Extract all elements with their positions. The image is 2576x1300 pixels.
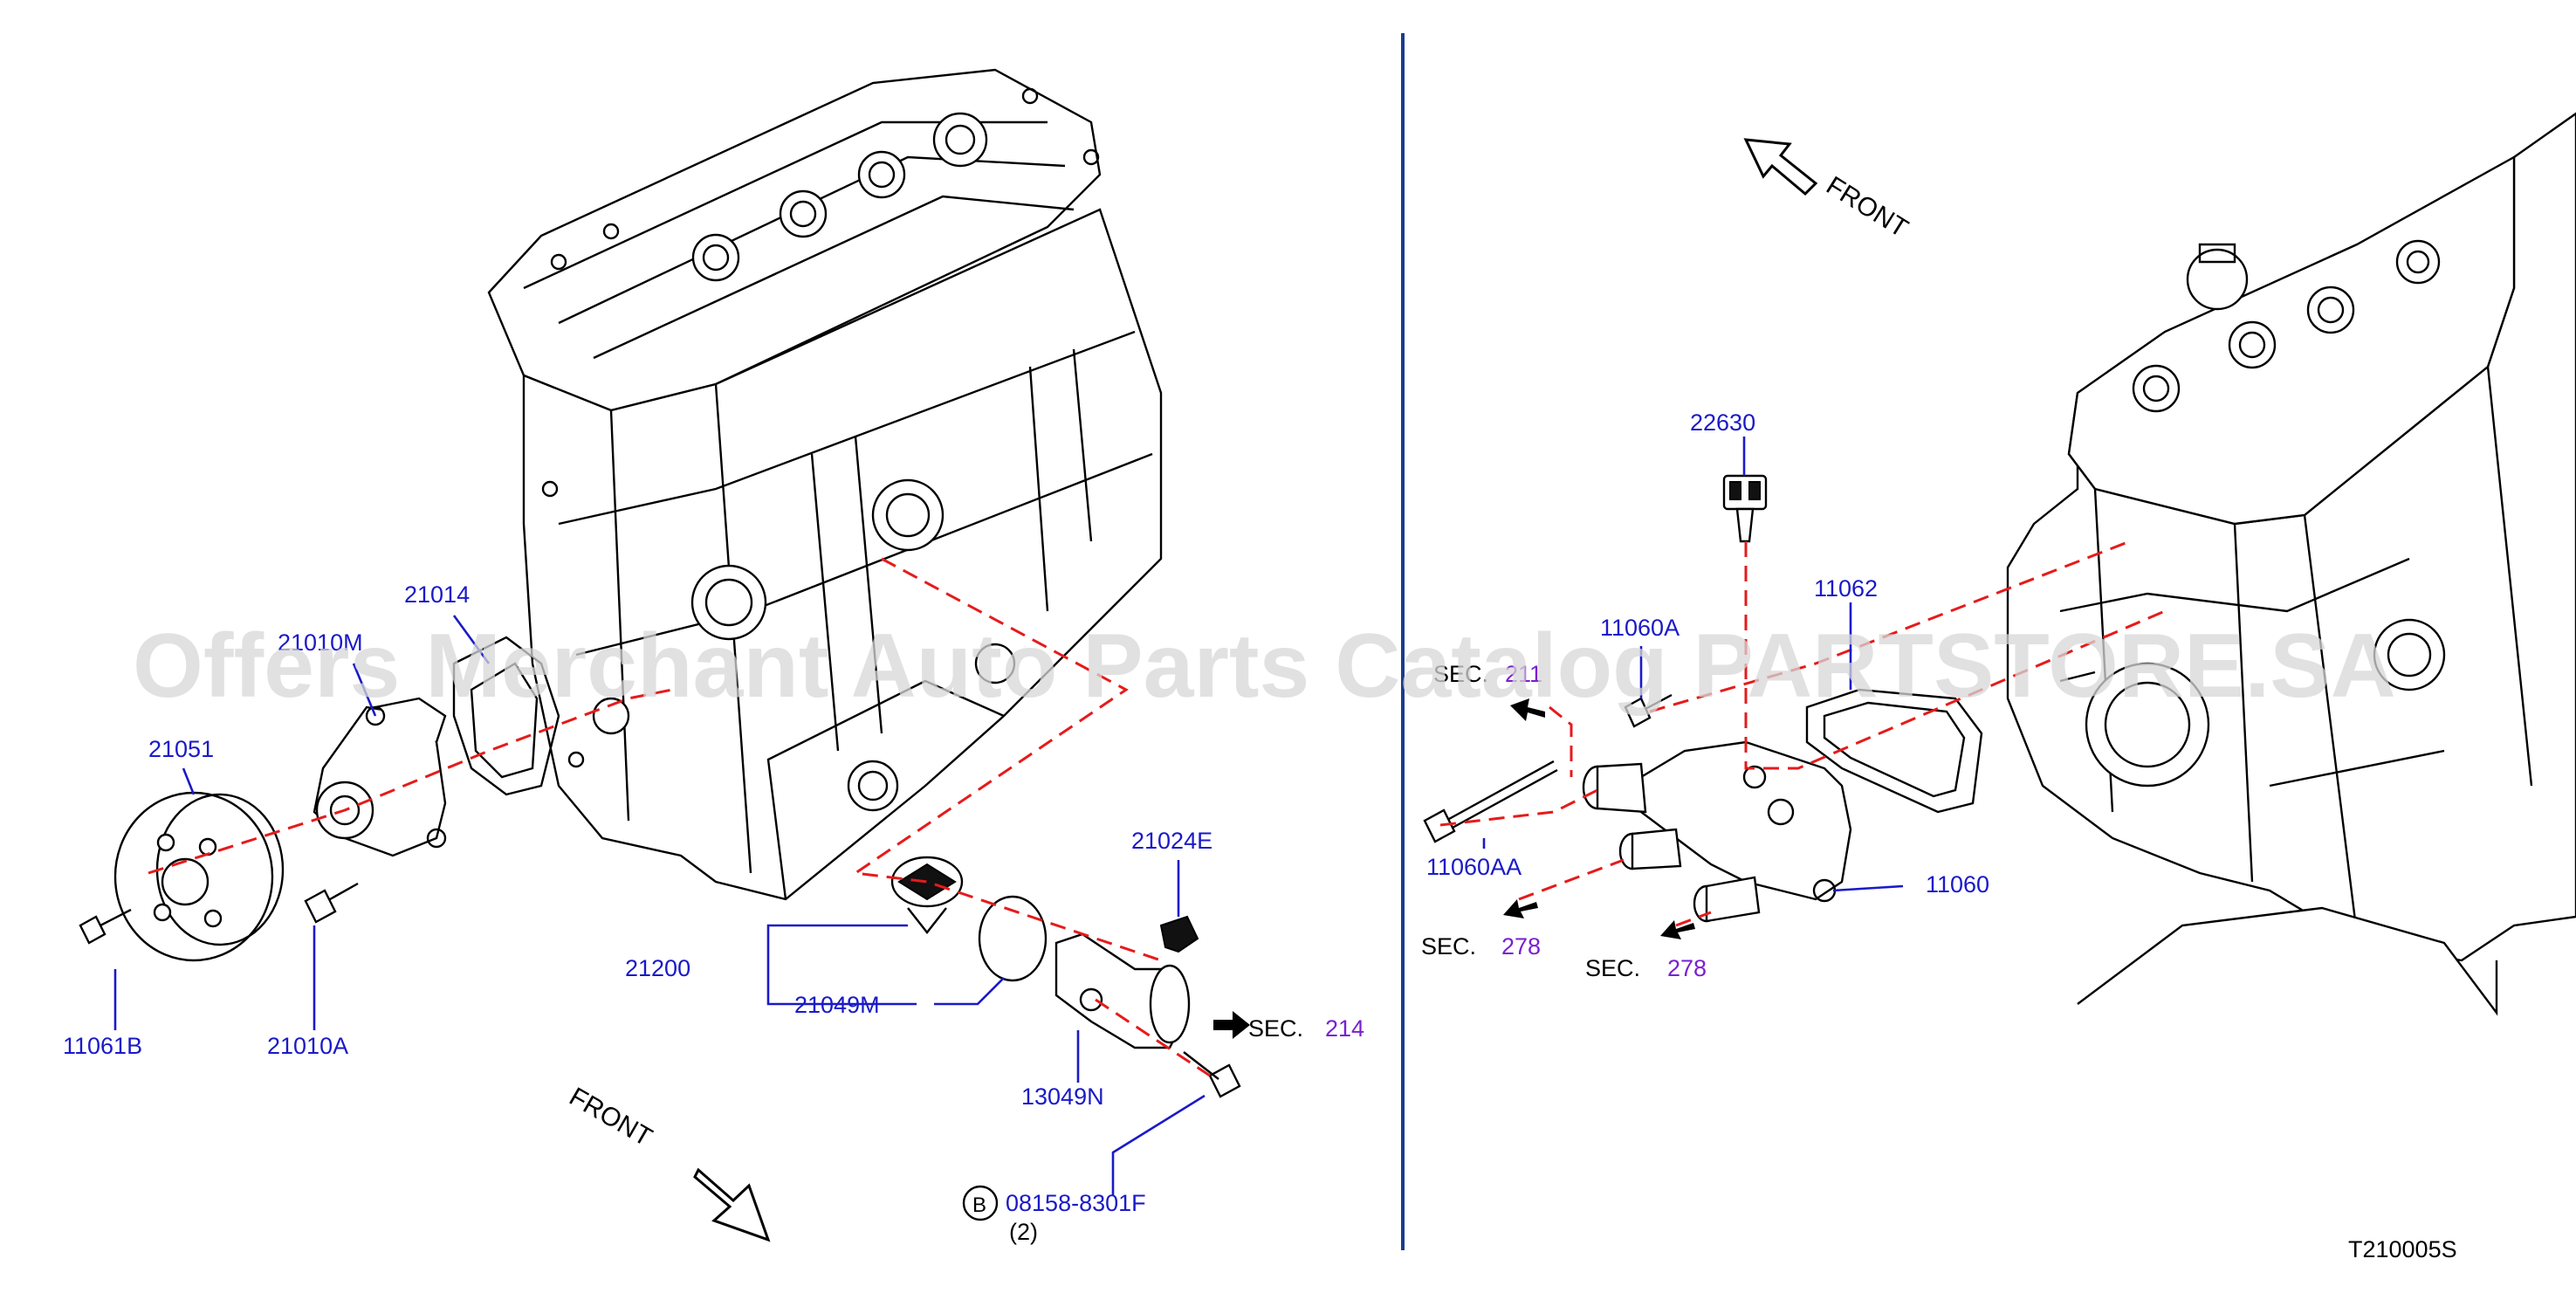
arrow-sec-278b [1660, 920, 1695, 939]
gasket-11062 [1805, 688, 1983, 814]
label-21049m: 21049M [794, 992, 880, 1018]
front-arrow-right [1743, 138, 1818, 196]
housing-11060 [1582, 740, 1852, 923]
alignment-line-right-5 [1518, 858, 1625, 901]
thermostat-21200 [890, 856, 964, 934]
leader-08158 [1111, 1094, 1206, 1196]
label-21051: 21051 [148, 736, 214, 762]
engine-block-right [2006, 112, 2576, 1016]
badge-b [962, 1185, 999, 1221]
label-13049n: 13049N [1021, 1083, 1104, 1110]
label-11060aa: 11060AA [1426, 854, 1522, 880]
engine-block-left [487, 68, 1163, 901]
diagram-code: T210005S [2348, 1236, 2457, 1262]
label-08158-qty: (2) [1009, 1219, 1038, 1245]
leader-11060 [1832, 884, 1904, 892]
label-sec-278b-word: SEC. [1585, 955, 1640, 981]
label-sec-214-word: SEC. [1248, 1015, 1303, 1042]
alignment-line-right-4 [1549, 705, 1573, 777]
alignment-line-thermostat [851, 557, 1162, 962]
water-pump-21010m [313, 697, 447, 857]
badge-b-letter: B [972, 1193, 986, 1217]
alignment-line-right-3 [1744, 541, 2166, 770]
label-sec-214-num: 214 [1325, 1015, 1364, 1042]
bolt-11060aa [1423, 760, 1558, 843]
leader-21049m [934, 977, 1005, 1006]
arrow-sec-278a [1503, 899, 1538, 918]
alignment-line-right-6 [1675, 911, 1712, 927]
bolt-11061b [79, 908, 132, 945]
label-08158: 08158-8301F [1006, 1190, 1146, 1216]
label-21024e: 21024E [1131, 828, 1212, 854]
label-11060: 11060 [1926, 871, 1989, 898]
clip-21024e [1159, 915, 1199, 953]
label-11060a: 11060A [1600, 615, 1680, 641]
leader-21014 [452, 615, 491, 664]
label-sec-278a-num: 278 [1501, 933, 1541, 960]
bolt-11060a [1624, 693, 1673, 728]
alignment-line-right-1 [1649, 540, 2131, 713]
arrow-sec-214 [1213, 1011, 1250, 1039]
arrow-sec-211 [1510, 698, 1545, 721]
o-ring-21049m [978, 895, 1048, 982]
leader-21200 [766, 924, 917, 1006]
label-sec-211-num: 211 [1505, 661, 1542, 687]
front-arrow-left [693, 1167, 771, 1242]
watermark: Offers Merchant Auto Parts Catalog PARTS… [133, 616, 2396, 717]
label-21200: 21200 [625, 955, 690, 981]
label-11061b: 11061B [63, 1033, 142, 1059]
label-22630: 22630 [1690, 409, 1755, 436]
housing-13049n [1054, 932, 1191, 1049]
label-sec-211-word: SEC. [1433, 661, 1488, 687]
label-sec-278a-word: SEC. [1421, 933, 1476, 960]
label-front-right: FRONT [1821, 171, 1913, 244]
leader-21051 [182, 767, 196, 795]
gasket-21014 [452, 636, 560, 796]
pulley-21051 [113, 791, 285, 962]
label-11062: 11062 [1814, 575, 1878, 602]
alignment-line-pump [148, 688, 673, 875]
bolt-21010a [304, 882, 359, 924]
label-sec-278b-num: 278 [1667, 955, 1707, 981]
label-21010a: 21010A [267, 1033, 348, 1059]
label-front-left: FRONT [565, 1082, 657, 1152]
label-21010m: 21010M [278, 629, 363, 656]
bolt-08158 [1183, 1051, 1241, 1098]
label-21014: 21014 [404, 581, 470, 608]
alignment-line-right-2 [1439, 788, 1598, 827]
leader-21010m [352, 663, 377, 717]
sensor-22630 [1722, 474, 1768, 543]
